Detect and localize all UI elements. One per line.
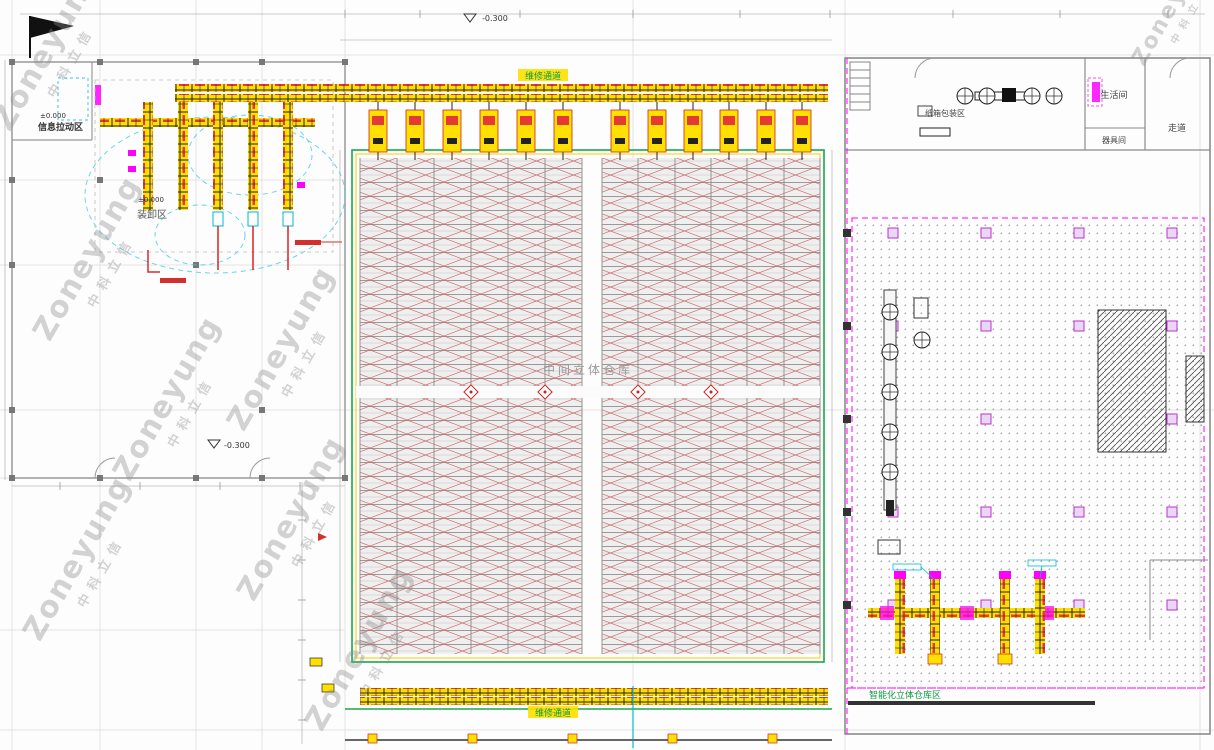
- label-elevation-left: -0.300: [224, 441, 250, 450]
- label-tool-room: 器具间: [1102, 136, 1126, 145]
- dock-conveyor-system: [94, 79, 828, 541]
- maintenance-channel-top: 维修通道: [518, 69, 568, 82]
- process-equipment: [877, 289, 931, 555]
- annotations: ±0.000 信息拉动区 ±0.000 装卸区 -0.300 -0.300: [38, 13, 508, 450]
- palletizing-area: 智能化立体仓库区: [848, 559, 1095, 705]
- label-center-warehouse: 中间立体仓库: [543, 362, 633, 377]
- section-marks: [147, 240, 342, 541]
- hatched-block: [1097, 309, 1167, 453]
- bottom-conveyor: [309, 657, 832, 748]
- dimension-lines: [4, 10, 1205, 744]
- stairs: [849, 61, 871, 111]
- label-elevation-zero: ±0.000: [40, 112, 66, 120]
- label-corridor: 走道: [1168, 122, 1186, 134]
- left-building: [9, 16, 348, 481]
- label-elevation-top: -0.300: [482, 14, 508, 23]
- hatched-block-small: [1185, 355, 1205, 423]
- asrs-rack-area: 中间立体仓库: [351, 101, 825, 663]
- label-carton-area: 纸箱包装区: [925, 108, 965, 118]
- svg-text:维修通道: 维修通道: [535, 707, 571, 719]
- label-living-room: 生活间: [1100, 89, 1127, 101]
- label-bottom-warehouse: 智能化立体仓库区: [869, 689, 941, 701]
- label-info-pull-area: 信息拉动区: [38, 121, 83, 133]
- label-loading-area: 装卸区: [137, 208, 167, 221]
- top-equipment: [917, 77, 1103, 137]
- stacker-crane-headers: [368, 101, 812, 161]
- maintenance-channel-bottom: 维修通道: [345, 706, 832, 719]
- label-elevation-zero-2: ±0.000: [138, 196, 164, 204]
- north-flag-icon: [29, 16, 74, 58]
- svg-text:维修通道: 维修通道: [525, 70, 561, 82]
